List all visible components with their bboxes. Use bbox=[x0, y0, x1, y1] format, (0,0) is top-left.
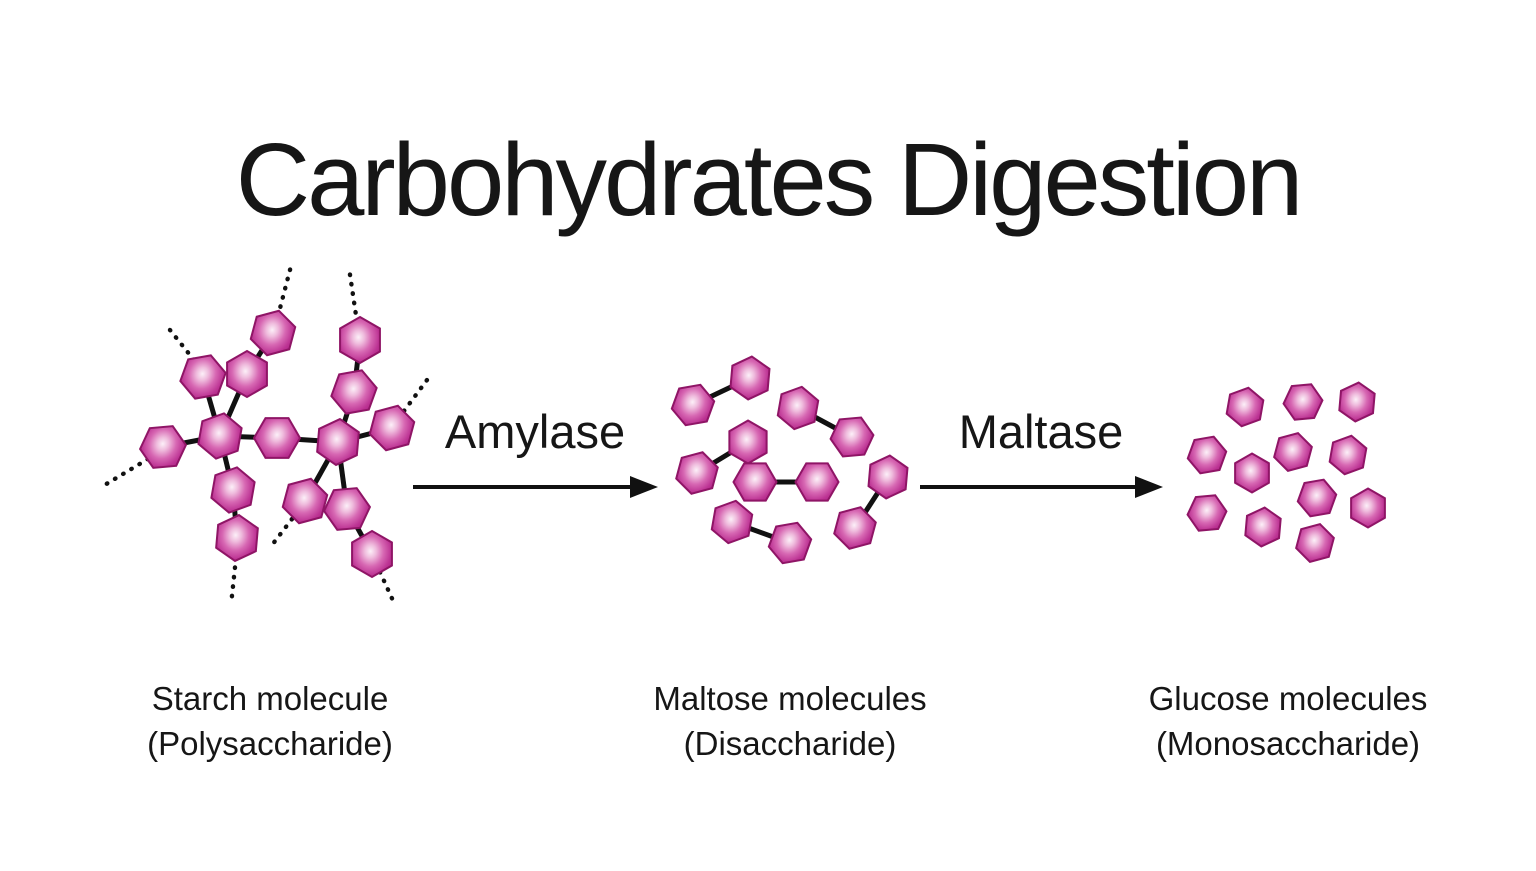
stage-label-line: Glucose molecules bbox=[1148, 680, 1428, 717]
stage-label-starch: Starch molecule (Polysaccharide) bbox=[40, 676, 500, 766]
sugar-hexagon bbox=[1350, 487, 1386, 529]
stage-label-line: Starch molecule bbox=[151, 680, 389, 717]
sugar-hexagon bbox=[1244, 506, 1282, 548]
stage-label-line: (Monosaccharide) bbox=[1155, 725, 1421, 762]
sugar-hexagon bbox=[1186, 435, 1228, 475]
sugar-hexagon bbox=[252, 417, 302, 459]
sugar-hexagon bbox=[339, 315, 381, 365]
sugar-hexagon bbox=[1186, 494, 1228, 532]
maltose-molecules bbox=[670, 355, 909, 565]
amylase-enzyme-label: Amylase bbox=[444, 405, 626, 458]
sugar-hexagon bbox=[729, 355, 771, 401]
chain-continuation-dots bbox=[377, 569, 398, 608]
sugar-hexagon bbox=[670, 383, 716, 427]
sugar-hexagon bbox=[1338, 381, 1376, 423]
starch-molecule bbox=[100, 263, 433, 608]
chain-continuation-dots bbox=[228, 555, 239, 608]
amylase-arrow bbox=[413, 476, 658, 498]
sugar-hexagon bbox=[710, 499, 754, 545]
sugar-hexagon bbox=[179, 354, 227, 400]
sugar-hexagon bbox=[316, 417, 360, 467]
chain-continuation-dots bbox=[346, 265, 360, 325]
chain-continuation-dots bbox=[275, 263, 294, 319]
sugar-hexagon bbox=[732, 462, 778, 502]
sugar-hexagon bbox=[1328, 434, 1368, 476]
sugar-hexagon bbox=[1295, 523, 1335, 563]
stage-label-line: (Polysaccharide) bbox=[147, 725, 393, 762]
sugar-hexagon bbox=[776, 385, 820, 431]
page-title: Carbohydrates Digestion bbox=[235, 122, 1304, 237]
sugar-hexagon bbox=[330, 369, 378, 415]
sugar-hexagon bbox=[1225, 386, 1265, 428]
arrow-head-icon bbox=[1135, 476, 1163, 498]
sugar-hexagon bbox=[322, 487, 372, 531]
stage-label-glucose: Glucose molecules (Monosaccharide) bbox=[1058, 676, 1518, 766]
sugar-hexagon bbox=[829, 416, 875, 458]
sugar-hexagon bbox=[215, 513, 259, 563]
maltase-arrow bbox=[920, 476, 1163, 498]
arrow-head-icon bbox=[630, 476, 658, 498]
sugar-hexagon bbox=[1234, 452, 1270, 494]
stage-label-maltose: Maltose molecules (Disaccharide) bbox=[560, 676, 1020, 766]
sugar-hexagon bbox=[281, 477, 329, 525]
sugar-hexagon bbox=[226, 349, 268, 399]
sugar-hexagon bbox=[351, 529, 393, 579]
sugar-hexagon bbox=[197, 412, 243, 460]
chain-continuation-dots bbox=[167, 327, 197, 363]
sugar-hexagon bbox=[794, 462, 840, 502]
stage-label-line: Maltose molecules bbox=[653, 680, 927, 717]
sugar-hexagon bbox=[138, 425, 188, 469]
sugar-hexagon bbox=[867, 454, 909, 500]
sugar-hexagon bbox=[210, 466, 256, 514]
sugar-hexagon bbox=[767, 521, 813, 565]
sugar-hexagon bbox=[1296, 478, 1338, 518]
chain-continuation-dots bbox=[269, 516, 295, 548]
glucose-molecules bbox=[1186, 381, 1386, 563]
sugar-hexagon bbox=[728, 419, 768, 465]
chain-continuation-dots bbox=[401, 373, 433, 414]
sugar-hexagon bbox=[368, 404, 416, 452]
sugar-hexagon bbox=[675, 451, 719, 495]
sugar-hexagon bbox=[249, 309, 297, 357]
sugar-hexagon bbox=[833, 506, 877, 550]
sugar-hexagon bbox=[1273, 432, 1313, 472]
stage-label-line: (Disaccharide) bbox=[683, 725, 897, 762]
sugar-hexagon bbox=[1282, 383, 1324, 421]
maltase-enzyme-label: Maltase bbox=[958, 405, 1124, 458]
chain-continuation-dots bbox=[100, 456, 151, 489]
